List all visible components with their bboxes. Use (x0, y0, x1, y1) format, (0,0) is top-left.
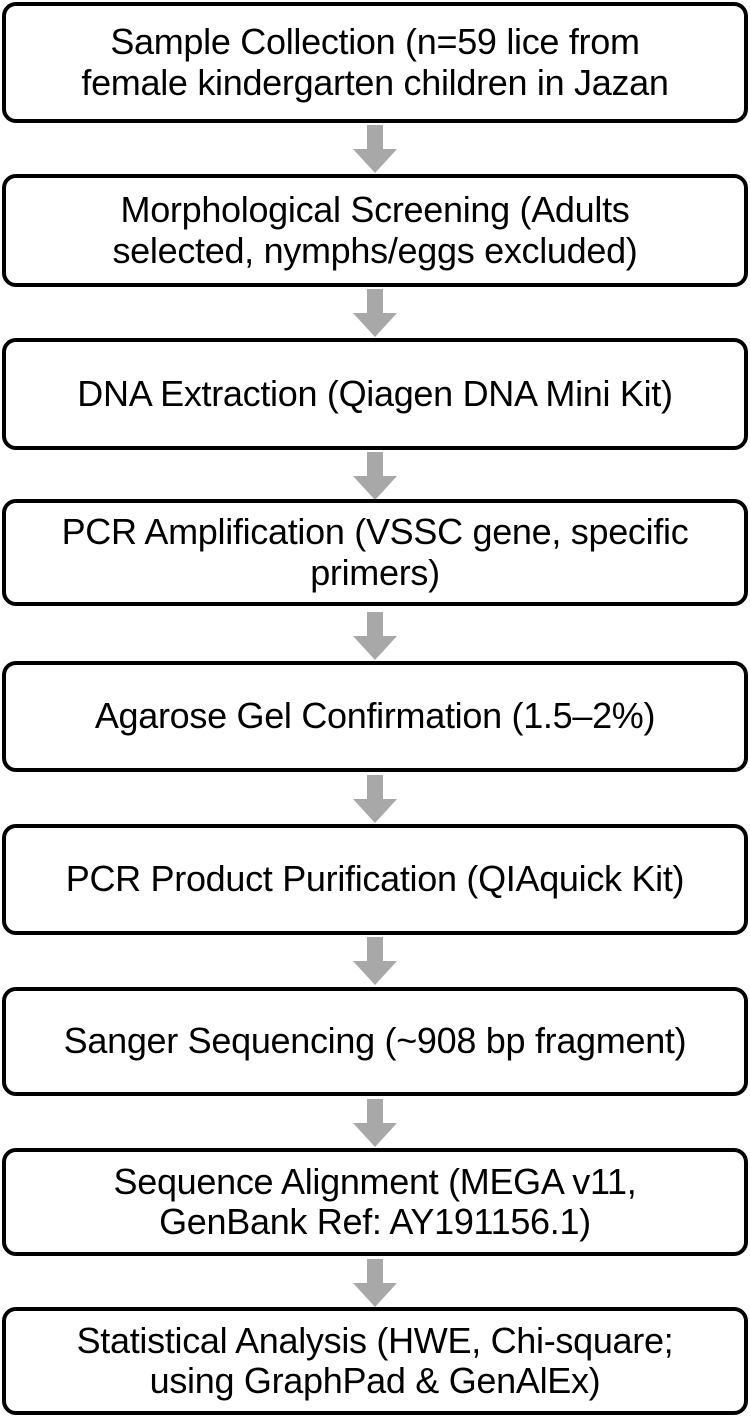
flow-step-label: Statistical Analysis (HWE, Chi-square; u… (76, 1319, 674, 1401)
flow-step-label: PCR Amplification (VSSC gene, specific p… (61, 511, 689, 593)
flow-step-sanger-sequencing: Sanger Sequencing (~908 bp fragment) (2, 987, 748, 1096)
down-arrow-icon (353, 775, 397, 823)
down-arrow-icon (353, 937, 397, 985)
flow-step-label: Morphological Screening (Adults selected… (112, 189, 638, 271)
flow-step-agarose-gel-confirmation: Agarose Gel Confirmation (1.5–2%) (2, 661, 748, 772)
flow-step-dna-extraction: DNA Extraction (Qiagen DNA Mini Kit) (2, 338, 748, 450)
flow-step-pcr-product-purification: PCR Product Purification (QIAquick Kit) (2, 824, 748, 935)
flow-step-label: Sample Collection (n=59 lice from female… (81, 21, 669, 103)
flow-step-morphological-screening: Morphological Screening (Adults selected… (2, 174, 748, 287)
down-arrow-icon (353, 1259, 397, 1307)
down-arrow-icon (353, 1099, 397, 1147)
down-arrow-icon (353, 612, 397, 660)
flow-step-label: Sanger Sequencing (~908 bp fragment) (63, 1020, 687, 1062)
down-arrow-icon (353, 125, 397, 173)
flow-step-sequence-alignment: Sequence Alignment (MEGA v11, GenBank Re… (2, 1148, 748, 1256)
down-arrow-icon (353, 289, 397, 337)
flow-step-pcr-amplification: PCR Amplification (VSSC gene, specific p… (2, 499, 748, 606)
flow-step-label: Agarose Gel Confirmation (1.5–2%) (94, 695, 656, 737)
flow-step-sample-collection: Sample Collection (n=59 lice from female… (2, 2, 748, 123)
flow-step-label: PCR Product Purification (QIAquick Kit) (65, 858, 685, 900)
flow-step-statistical-analysis: Statistical Analysis (HWE, Chi-square; u… (2, 1307, 748, 1415)
flow-step-label: DNA Extraction (Qiagen DNA Mini Kit) (77, 372, 673, 414)
flow-step-label: Sequence Alignment (MEGA v11, GenBank Re… (113, 1160, 637, 1242)
down-arrow-icon (353, 452, 397, 500)
